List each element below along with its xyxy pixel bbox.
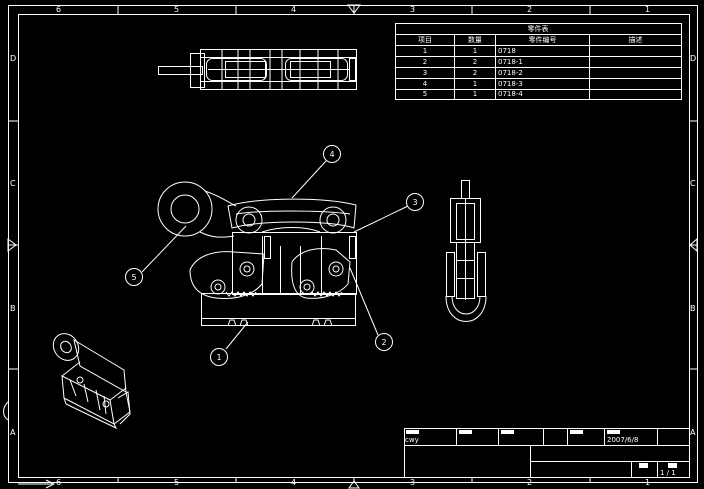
header-qty: 数量 (468, 36, 482, 44)
leader-lines (141, 160, 409, 350)
row-5-qty: 1 (472, 90, 478, 98)
inner-border (18, 14, 690, 478)
zone-col-5-top: 5 (174, 5, 180, 14)
row-1-part: 0718 (498, 47, 516, 55)
row-1-qty: 1 (472, 47, 478, 55)
drawing-date: 2007/6/8 (607, 436, 639, 444)
zone-col-6-bottom: 6 (56, 478, 62, 487)
header-item: 项目 (418, 36, 432, 44)
top-view (158, 49, 357, 90)
row-4-item: 4 (422, 80, 428, 88)
zone-col-1-top: 1 (645, 5, 651, 14)
balloon-2: 2 (375, 333, 393, 351)
parts-list-table (395, 23, 682, 100)
center-mark-right (689, 237, 698, 253)
zone-col-3-bottom: 3 (410, 478, 416, 487)
zone-col-4-bottom: 4 (291, 478, 297, 487)
row-4-qty: 1 (472, 80, 478, 88)
row-1-item: 1 (422, 47, 428, 55)
center-mark-top (347, 4, 361, 14)
row-3-item: 3 (422, 69, 428, 77)
row-2-qty: 2 (472, 58, 478, 66)
zone-col-5-bottom: 5 (174, 478, 180, 487)
center-mark-bottom (348, 480, 360, 489)
center-mark-left (7, 238, 17, 252)
zone-row-b-right: B (690, 304, 696, 313)
balloon-3: 3 (406, 193, 424, 211)
zone-row-b-left: B (10, 304, 16, 313)
zone-row-d-left: D (10, 54, 17, 63)
row-2-part: 0718-1 (498, 58, 523, 66)
zone-col-3-top: 3 (410, 5, 416, 14)
zone-row-a-left: A (10, 428, 16, 437)
zone-row-c-right: C (690, 179, 696, 188)
side-view (445, 180, 487, 322)
header-description: 描述 (628, 36, 643, 44)
row-5-item: 5 (422, 90, 428, 98)
zone-col-2-bottom: 2 (527, 478, 533, 487)
zone-col-1-bottom: 1 (645, 478, 651, 487)
row-5-part: 0718-4 (498, 90, 523, 98)
front-view (157, 181, 357, 327)
balloon-5: 5 (125, 268, 143, 286)
zone-row-a-right: A (690, 428, 696, 437)
zone-col-4-top: 4 (291, 5, 297, 14)
zone-row-d-right: D (690, 54, 697, 63)
title-block-label-marks (406, 430, 677, 468)
zone-ticks (8, 5, 697, 482)
orientation-arrow (18, 479, 56, 489)
balloon-4: 4 (323, 145, 341, 163)
row-4-part: 0718-3 (498, 80, 523, 88)
isometric-view (52, 333, 131, 430)
designer-name: cwy (405, 436, 419, 444)
zone-row-c-left: C (10, 179, 16, 188)
title-block (404, 428, 690, 478)
edge-arc (3, 401, 9, 421)
zone-col-2-top: 2 (527, 5, 533, 14)
row-3-qty: 2 (472, 69, 478, 77)
header-part-number: 零件编号 (528, 36, 557, 44)
zone-col-6-top: 6 (56, 5, 62, 14)
row-3-part: 0718-2 (498, 69, 523, 77)
parts-list-title: 零件表 (527, 25, 549, 33)
balloon-1: 1 (210, 348, 228, 366)
row-2-item: 2 (422, 58, 428, 66)
sheet-number: 1 / 1 (660, 469, 676, 477)
